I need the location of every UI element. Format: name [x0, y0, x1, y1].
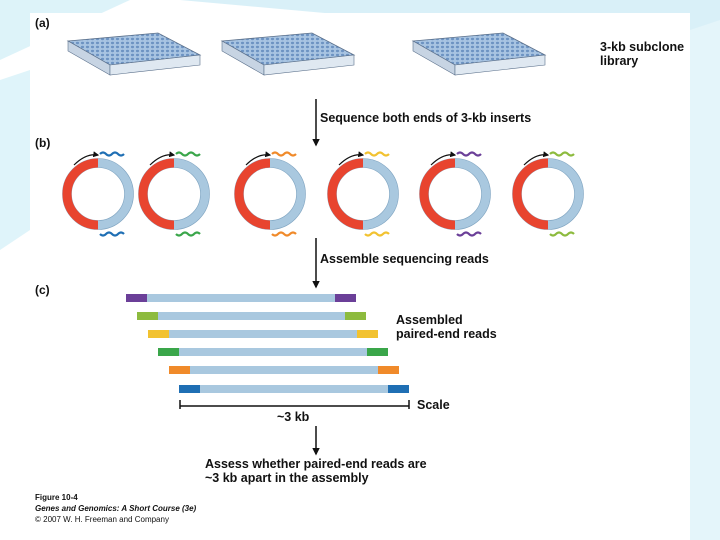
scale-bar — [179, 400, 410, 409]
microtiter-plate — [66, 32, 202, 76]
paired-end-read — [179, 385, 409, 393]
paired-end-read — [169, 366, 399, 374]
scale-size-label: ~3 kb — [277, 410, 310, 424]
panel-b-label: (b) — [35, 136, 50, 150]
figure-page: (a) (b) (c) 3-kb subclone library Sequen… — [30, 13, 690, 527]
book-title: Genes and Genomics: A Short Course (3e) — [35, 504, 197, 513]
assembled-label-line1: Assembled — [396, 313, 463, 327]
scale-label: Scale — [417, 398, 450, 412]
paired-end-read — [148, 330, 378, 338]
library-label-line1: 3-kb subclone — [600, 40, 684, 54]
paired-end-read — [158, 348, 388, 356]
microtiter-plate — [411, 32, 547, 76]
plasmid — [512, 151, 584, 237]
figure-number: Figure 10-4 — [35, 493, 78, 502]
step1-text: Sequence both ends of 3-kb inserts — [320, 111, 531, 125]
plasmid — [62, 151, 134, 237]
paired-end-read — [126, 294, 356, 302]
assess-text-line2: ~3 kb apart in the assembly — [205, 471, 369, 485]
copyright-text: © 2007 W. H. Freeman and Company — [35, 515, 169, 524]
plasmid — [234, 151, 306, 237]
panel-c-label: (c) — [35, 283, 50, 297]
microtiter-plate — [220, 32, 356, 76]
assembled-label-line2: paired-end reads — [396, 327, 497, 341]
plasmid — [327, 151, 399, 237]
paired-end-read — [137, 312, 366, 320]
figure-svg: (a) (b) (c) 3-kb subclone library Sequen… — [35, 16, 684, 524]
assess-text-line1: Assess whether paired-end reads are — [205, 457, 427, 471]
library-label-line2: library — [600, 54, 638, 68]
panel-a-label: (a) — [35, 16, 50, 30]
step2-text: Assemble sequencing reads — [320, 252, 489, 266]
plasmid — [419, 151, 491, 237]
plasmid — [138, 151, 210, 237]
